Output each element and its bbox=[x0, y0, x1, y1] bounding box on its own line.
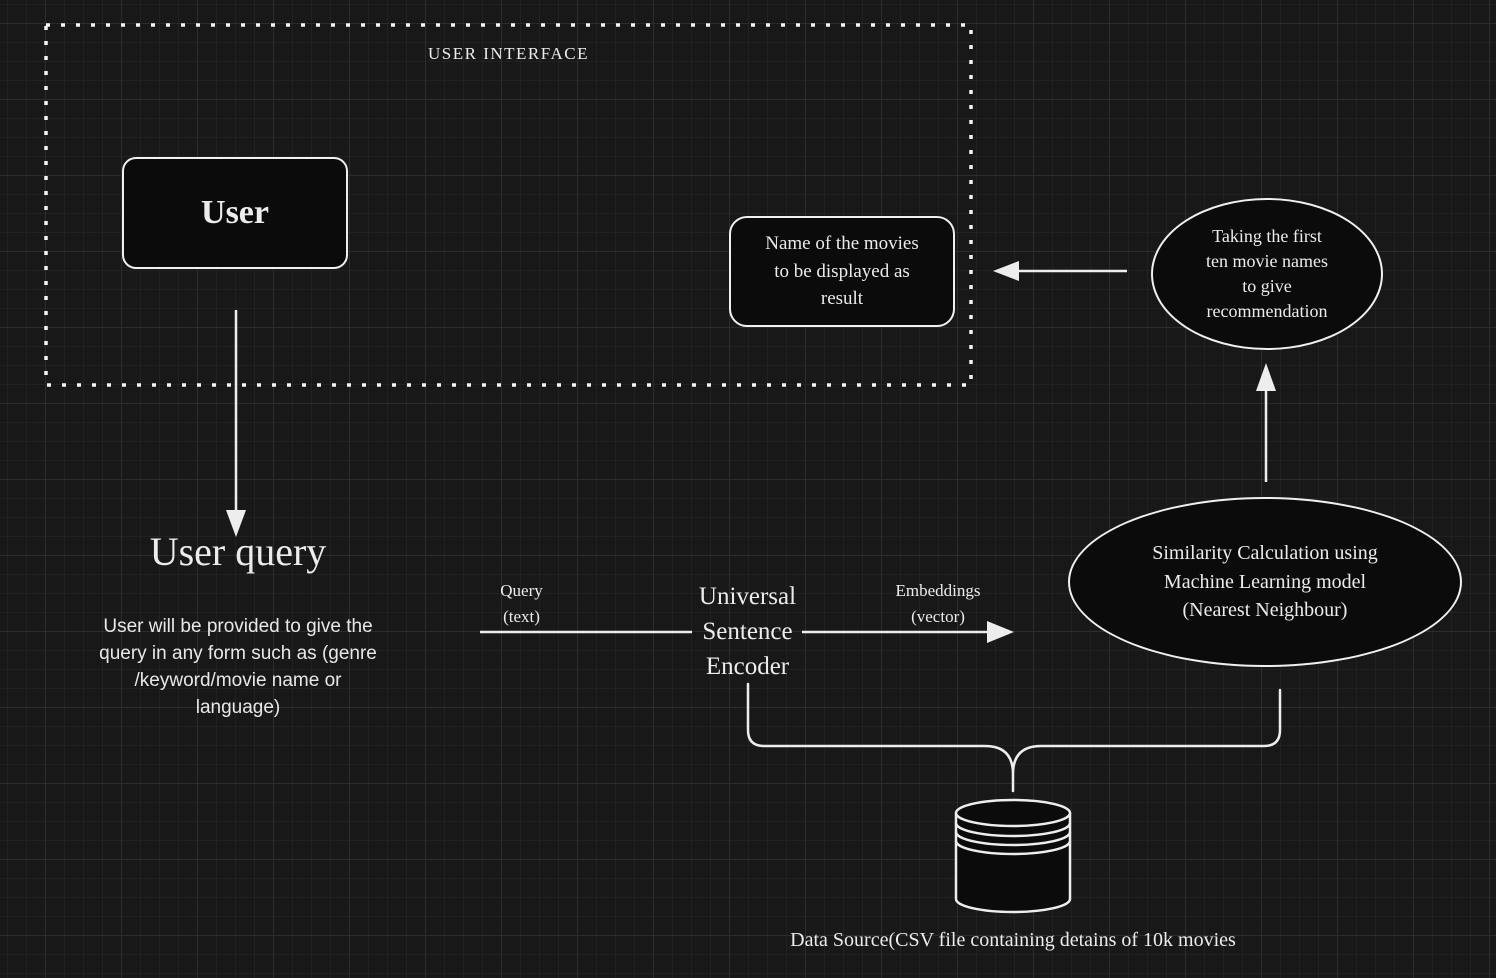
recommendation-node: Taking the first ten movie names to give… bbox=[1151, 198, 1383, 350]
similarity-node-label: Similarity Calculation using Machine Lea… bbox=[1152, 542, 1378, 622]
encoder-node-label: Universal Sentence Encoder bbox=[698, 583, 797, 680]
similarity-node: Similarity Calculation using Machine Lea… bbox=[1068, 497, 1462, 667]
embeddings-edge-label: Embeddings (vector) bbox=[895, 581, 981, 627]
result-node: Name of the movies to be displayed as re… bbox=[729, 216, 955, 327]
recommendation-node-label: Taking the first ten movie names to give… bbox=[1206, 226, 1328, 321]
user-query-description: User will be provided to give the query … bbox=[99, 616, 377, 718]
query-edge-label: Query (text) bbox=[500, 581, 543, 627]
user-node: User bbox=[122, 157, 348, 269]
data-source-caption: Data Source(CSV file containing detains … bbox=[790, 929, 1236, 951]
user-query-title: User query bbox=[149, 529, 327, 574]
user-to-query-arrow bbox=[226, 310, 246, 537]
user-node-label: User bbox=[201, 194, 269, 231]
query-flow-arrow bbox=[480, 621, 1014, 643]
recommendation-to-result-arrow bbox=[993, 261, 1127, 281]
similarity-to-recommendation-arrow bbox=[1256, 363, 1276, 482]
result-node-label: Name of the movies to be displayed as re… bbox=[765, 233, 919, 310]
brace-connector bbox=[746, 682, 1282, 793]
database-icon bbox=[954, 798, 1072, 914]
user-interface-group-label: USER INTERFACE bbox=[428, 44, 589, 63]
